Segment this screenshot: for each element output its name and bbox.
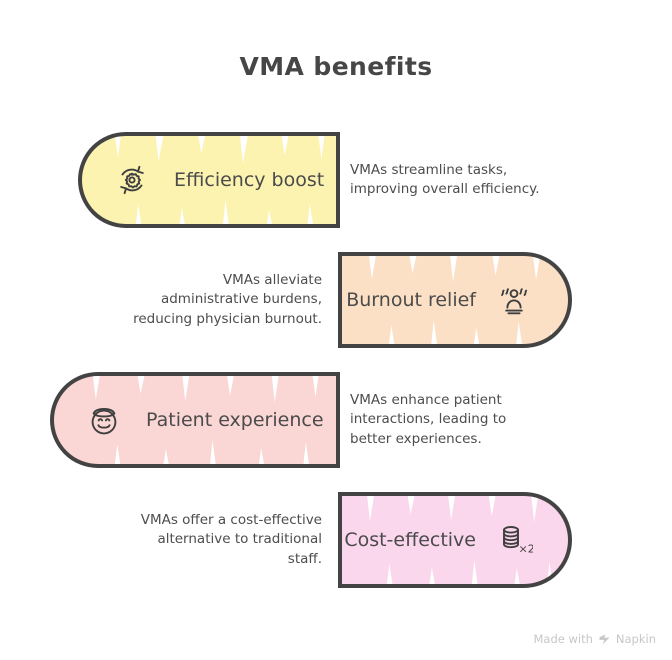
- benefit-label: Efficiency boost: [174, 169, 325, 191]
- benefit-label: Burnout relief: [346, 289, 476, 311]
- description-line: VMAs alleviate: [222, 272, 322, 289]
- benefit-card-burnout-relief[interactable]: Burnout relief: [338, 252, 572, 348]
- description-line: interactions, leading to: [350, 411, 507, 428]
- description-line: staff.: [287, 550, 322, 567]
- coin-multiplier-label: ×2: [519, 543, 534, 556]
- benefit-label: Cost-effective: [344, 529, 476, 551]
- description-line: better experiences.: [350, 430, 482, 447]
- benefit-row-2: VMAs alleviate administrative burdens, r…: [0, 252, 672, 352]
- description-line: alternative to traditional: [157, 531, 322, 548]
- coin-stack-icon: ×2: [494, 520, 534, 560]
- benefit-description-burnout-relief: VMAs alleviate administrative burdens, r…: [96, 252, 322, 348]
- page-title: VMA benefits: [239, 52, 433, 81]
- benefit-description-cost-effective: VMAs offer a cost-effective alternative …: [96, 492, 322, 588]
- benefit-row-3: Patient experience VMAs enhance patient …: [0, 372, 672, 472]
- benefit-description-patient-experience: VMAs enhance patient interactions, leadi…: [350, 372, 565, 468]
- description-line: improving overall efficiency.: [350, 181, 540, 197]
- description-line: VMAs streamline tasks,: [350, 161, 508, 178]
- gear-cycle-icon: [112, 160, 152, 200]
- watermark-brand: Napkin: [615, 632, 656, 646]
- benefit-description-efficiency-boost: VMAs streamline tasks, improving overall…: [350, 132, 580, 228]
- benefit-card-efficiency-boost[interactable]: Efficiency boost: [78, 132, 340, 228]
- description-line: VMAs enhance patient: [350, 392, 502, 409]
- benefit-label: Patient experience: [146, 409, 324, 431]
- napkin-watermark: Made with Napkin: [534, 632, 657, 646]
- exhausted-person-steam-icon: [494, 280, 534, 320]
- benefit-row-4: VMAs offer a cost-effective alternative …: [0, 492, 672, 592]
- benefit-card-cost-effective[interactable]: Cost-effective ×2: [338, 492, 572, 588]
- description-line: reducing physician burnout.: [133, 310, 322, 327]
- watermark-prefix: Made with: [533, 632, 593, 646]
- benefit-card-patient-experience[interactable]: Patient experience: [50, 372, 340, 468]
- napkin-logo-icon: [599, 633, 610, 644]
- smiling-face-icon: [84, 400, 124, 440]
- description-line: administrative burdens,: [160, 291, 322, 308]
- description-line: VMAs offer a cost-effective: [140, 512, 322, 529]
- benefit-row-1: Efficiency boost VMAs streamline tasks, …: [0, 132, 672, 232]
